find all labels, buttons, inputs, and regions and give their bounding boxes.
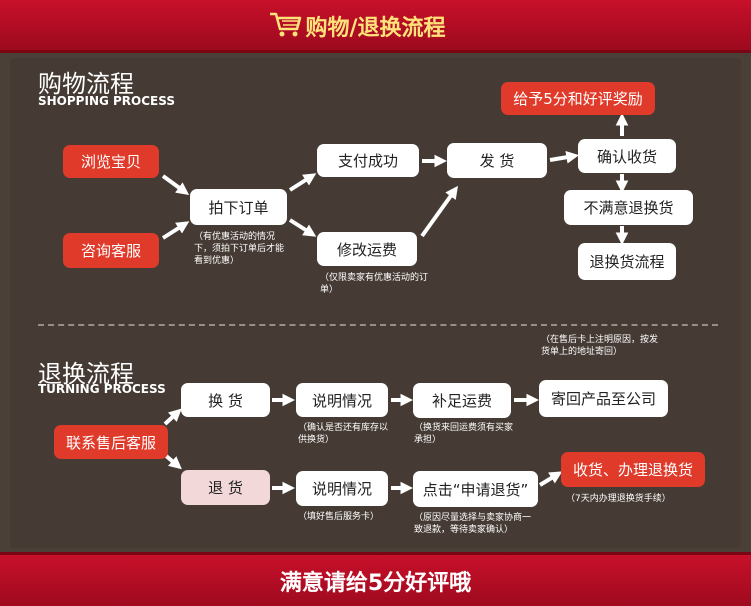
returns-section-subtitle: TURNING PROCESS (38, 382, 166, 396)
note-send-back: （在售后卡上注明原因，按发货单上的地址寄回） (541, 335, 659, 357)
node-confirm: 确认收货 (578, 139, 676, 173)
arrow-browse-to-order (161, 174, 190, 196)
node-shipping-fee: 补足运费 (413, 383, 511, 418)
node-contact-service: 联系售后客服 (54, 425, 168, 459)
node-refund: 退 货 (181, 470, 270, 505)
arrow-apply-to-receive (538, 471, 563, 487)
note-explain-refund: （填好售后服务卡） (298, 512, 380, 522)
shopping-section-title: 购物流程 (38, 70, 134, 98)
arrow-order-to-modify (288, 218, 317, 237)
node-send-back: 寄回产品至公司 (539, 380, 668, 417)
note-order: （有优惠活动的情况下，须拍下订单后才能看到优惠） (194, 232, 285, 266)
node-unsatisfied: 不满意退换货 (564, 190, 693, 225)
node-explain-exchange: 说明情况 (296, 383, 388, 417)
footer-text: 满意请给5分好评哦 (279, 571, 472, 596)
arrow-consult-to-order (161, 221, 190, 240)
footer-band (0, 552, 751, 606)
note-apply-refund: （原因尽量选择与卖家协商一致退款，等待卖家确认） (414, 513, 532, 535)
node-order: 拍下订单 (190, 189, 287, 225)
note-explain-exchange: （确认是否还有库存以供换货） (298, 423, 389, 445)
node-consult: 咨询客服 (63, 233, 159, 268)
node-return-flow: 退换货流程 (578, 243, 676, 280)
returns-section-title: 退换流程 (38, 360, 134, 388)
section-divider (38, 324, 718, 326)
arrow-ship-to-confirm (549, 150, 580, 164)
arrow-contact-to-exchange (163, 408, 182, 426)
shopping-section-subtitle: SHOPPING PROCESS (38, 94, 175, 108)
header-title: 购物/退换流程 (305, 16, 446, 41)
node-exchange: 换 货 (181, 383, 270, 417)
note-modify: （仅限卖家有优惠活动的订单） (320, 273, 429, 295)
arrow-contact-to-refund (163, 453, 182, 470)
node-receive: 收货、办理退换货 (561, 452, 705, 487)
node-modify: 修改运费 (317, 232, 417, 266)
arrow-modify-to-ship (420, 185, 458, 238)
note-shipping-fee: （换货来回运费须有买家承担） (414, 423, 514, 445)
node-browse: 浏览宝贝 (63, 145, 159, 178)
header-band (0, 0, 751, 53)
node-pay: 支付成功 (317, 144, 419, 177)
node-ship: 发 货 (447, 143, 547, 178)
arrow-order-to-pay (288, 173, 317, 192)
note-receive: （7天内办理退换货手续） (566, 494, 671, 504)
shopping-cart-icon (270, 12, 302, 37)
node-reward: 给予5分和好评奖励 (501, 82, 655, 115)
node-apply-refund: 点击“申请退货” (413, 471, 538, 507)
node-explain-refund: 说明情况 (296, 471, 388, 506)
